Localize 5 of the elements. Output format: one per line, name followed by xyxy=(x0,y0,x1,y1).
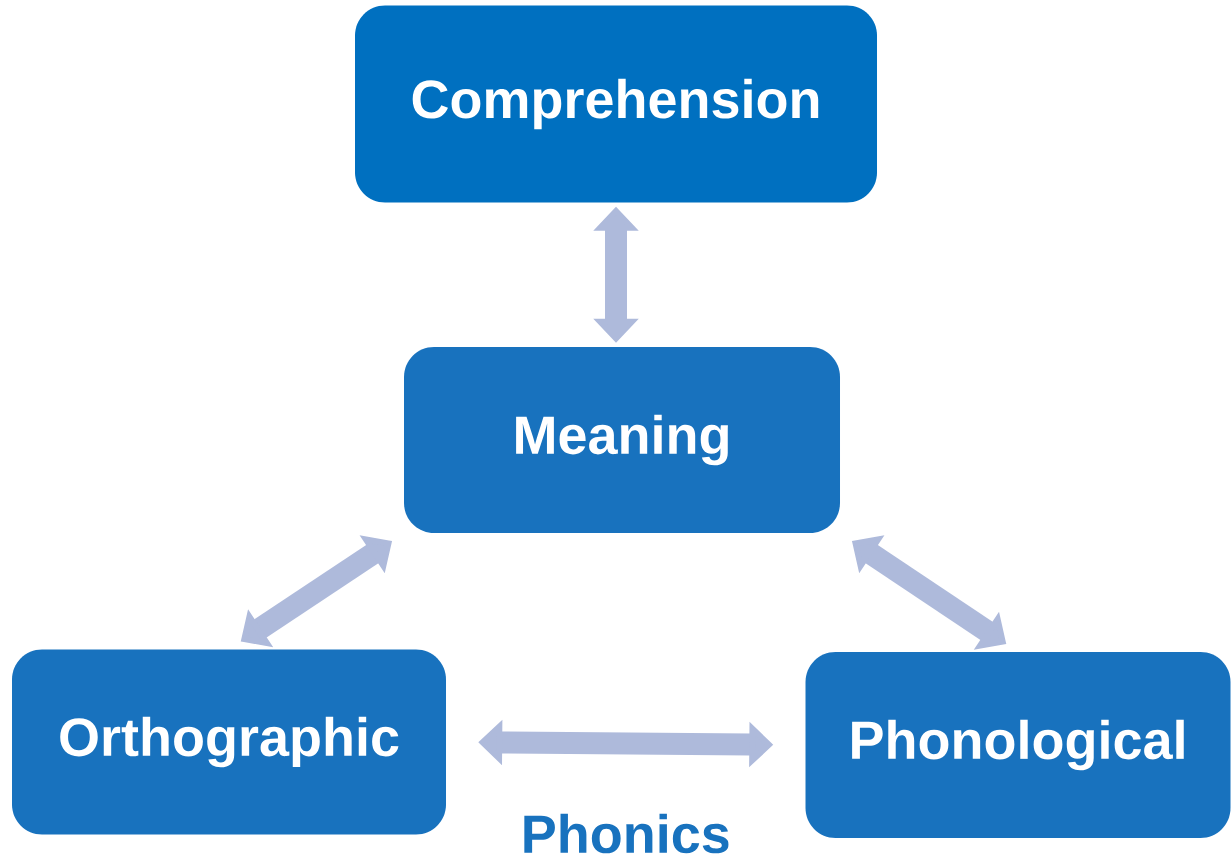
concept-box: Meaning xyxy=(404,347,840,533)
concept-box: Phonological xyxy=(805,652,1231,838)
edge-label: Phonics xyxy=(519,812,732,854)
concept-box: Comprehension xyxy=(355,5,877,203)
concept-box: Orthographic xyxy=(12,649,446,835)
